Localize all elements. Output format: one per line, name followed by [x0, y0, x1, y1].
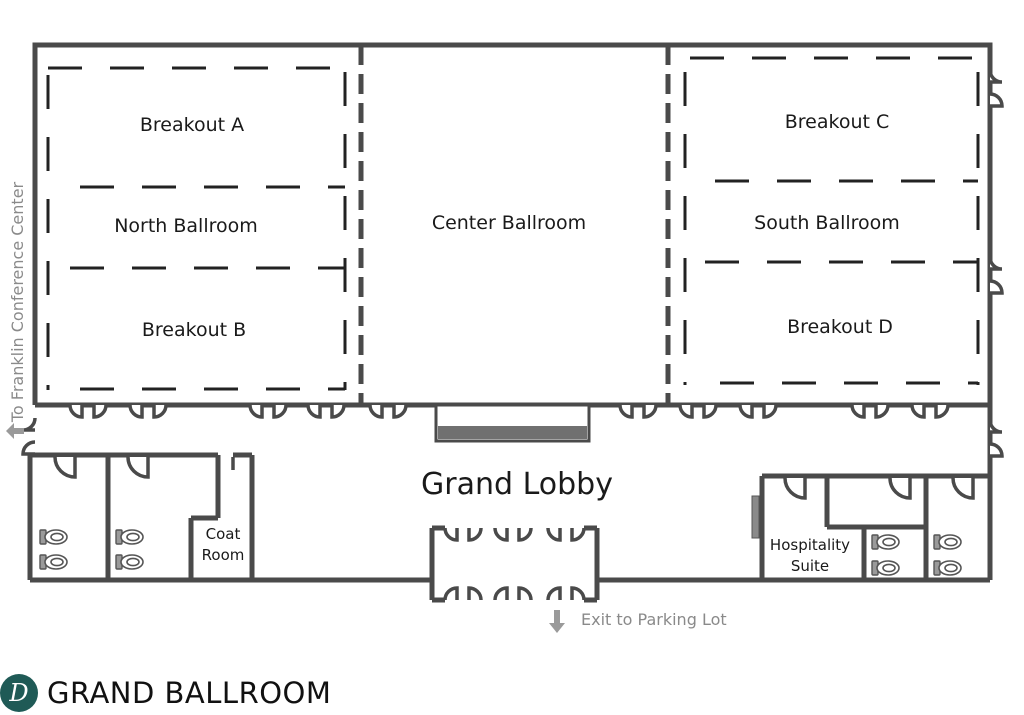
- coat-room-label-line2: Room: [202, 546, 245, 564]
- breakout-d-label: Breakout D: [787, 316, 893, 338]
- main-entrance[interactable]: [429, 525, 600, 603]
- grand-lobby-label: Grand Lobby: [421, 467, 613, 502]
- lobby-counter: [434, 403, 591, 443]
- north-ballroom-label: North Ballroom: [114, 215, 258, 237]
- monogram-logo-icon: D: [0, 674, 38, 712]
- venue-title: GRAND BALLROOM: [47, 676, 332, 710]
- franklin-conference-center-direction: To Franklin Conference Center: [8, 181, 27, 423]
- parking-lot-exit-label: Exit to Parking Lot: [581, 610, 727, 629]
- monogram-letter: D: [9, 679, 29, 707]
- hospitality-suite-label-line2: Suite: [791, 557, 829, 575]
- outer-walls: [27, 42, 993, 583]
- breakout-dashed-outlines: [46, 56, 980, 391]
- breakout-a-label: Breakout A: [140, 114, 244, 136]
- breakout-b-label: Breakout B: [142, 319, 246, 341]
- hospitality-suite-label-line1: Hospitality: [770, 536, 850, 554]
- east-rooms: [751, 473, 990, 580]
- center-ballroom-label: Center Ballroom: [432, 212, 586, 234]
- partition-walls: [358, 45, 671, 405]
- south-ballroom-label: South Ballroom: [754, 212, 900, 234]
- breakout-c-label: Breakout C: [785, 111, 890, 133]
- brand-logo: D GRAND BALLROOM: [0, 674, 331, 712]
- ballroom-doors[interactable]: [68, 404, 950, 419]
- coat-room-label-line1: Coat: [206, 525, 241, 543]
- arrow-icon: [6, 423, 565, 633]
- west-restrooms: [30, 452, 255, 580]
